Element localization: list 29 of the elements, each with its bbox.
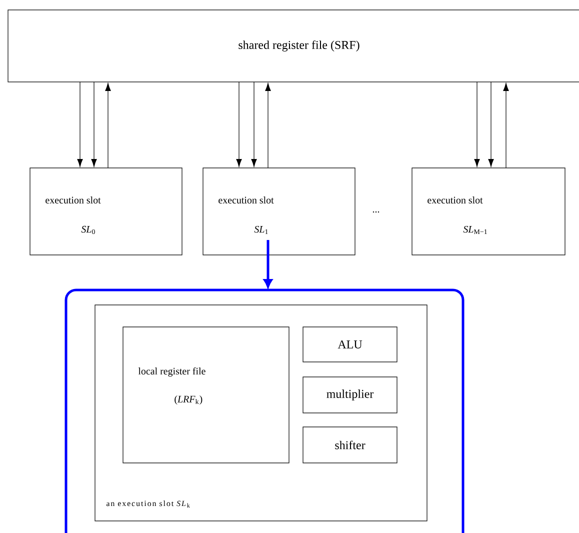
- unit-box: multiplier: [302, 376, 398, 414]
- register-file-box: shared register file (SRF): [8, 10, 579, 82]
- slot-label: execution slot: [428, 196, 483, 204]
- group-frame: [64, 288, 464, 533]
- unit-box: shifter: [302, 426, 398, 464]
- arrow: [264, 240, 272, 288]
- register-file-index: (LRF$_{k}$): [174, 395, 202, 404]
- arrow: [474, 82, 480, 167]
- register-file-label: local register file: [138, 367, 206, 377]
- unit-box: [30, 168, 182, 256]
- unit-box: [412, 168, 566, 256]
- arrow: [91, 82, 97, 167]
- slot-label: execution slot: [218, 196, 274, 204]
- slot-index: SL$_{0}$: [81, 226, 95, 234]
- arrow: [236, 82, 242, 167]
- arrow: [77, 82, 83, 167]
- arrow: [503, 83, 509, 168]
- unit-box: [122, 326, 290, 464]
- slot-index: SL$_{1}$: [254, 226, 268, 234]
- ellipsis: ...: [372, 211, 380, 213]
- arrow: [488, 82, 494, 167]
- unit-box: ALU: [302, 326, 398, 362]
- slot-index: SL$_{M−1}$: [463, 226, 487, 234]
- slot-box: [94, 304, 428, 522]
- unit-box: [202, 168, 356, 256]
- arrow: [251, 82, 257, 167]
- arrow: [265, 83, 271, 168]
- arrow: [105, 83, 111, 168]
- slot-label: execution slot: [46, 196, 101, 204]
